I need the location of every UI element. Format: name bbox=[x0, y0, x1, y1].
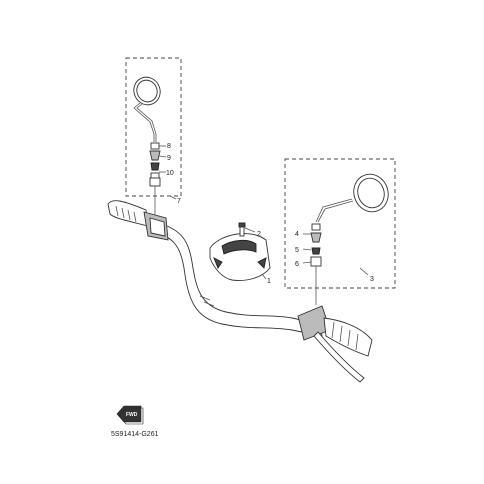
leader-3 bbox=[359, 267, 369, 276]
callout-10: 10 bbox=[166, 170, 174, 177]
left-mirror-hardware bbox=[149, 142, 161, 215]
left-grip bbox=[107, 200, 169, 241]
leader-6 bbox=[302, 261, 312, 264]
right-mirror bbox=[315, 173, 389, 223]
callout-8: 8 bbox=[167, 143, 171, 150]
callout-2: 2 bbox=[257, 231, 261, 238]
callout-9: 9 bbox=[167, 155, 171, 162]
leader-7 bbox=[169, 195, 177, 200]
callout-3: 3 bbox=[370, 276, 374, 283]
left-mirror-group-box bbox=[125, 57, 182, 197]
callout-5: 5 bbox=[295, 247, 299, 254]
handlebar-cover bbox=[209, 233, 271, 281]
leader-5 bbox=[302, 248, 312, 251]
leader-2 bbox=[244, 227, 256, 233]
right-mirror-hardware bbox=[310, 223, 322, 305]
callout-7: 7 bbox=[177, 198, 181, 205]
fwd-label: FWD bbox=[126, 412, 138, 418]
callout-6: 6 bbox=[295, 261, 299, 268]
screw bbox=[238, 222, 246, 237]
callout-1: 1 bbox=[267, 278, 271, 285]
right-mirror-group-box bbox=[284, 158, 396, 289]
leader-9 bbox=[158, 155, 167, 158]
fwd-arrow-icon: FWD bbox=[116, 405, 144, 425]
callout-4: 4 bbox=[295, 231, 299, 238]
drawing-code: 5S91414-G261 bbox=[111, 431, 159, 438]
right-grip bbox=[297, 305, 373, 383]
left-mirror bbox=[133, 76, 161, 142]
leader-1 bbox=[261, 273, 267, 280]
